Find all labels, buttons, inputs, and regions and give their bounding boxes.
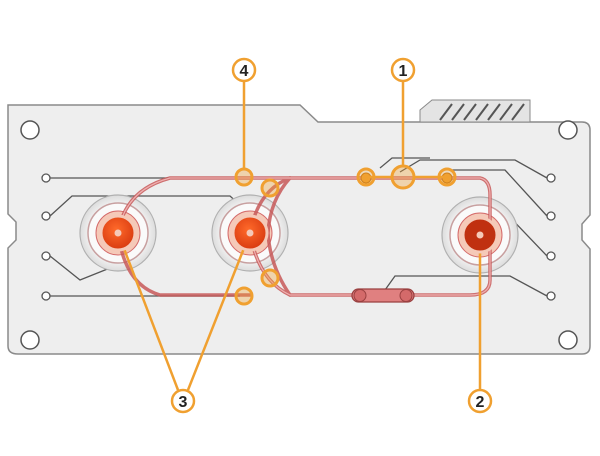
mounting-hole-icon (20, 120, 578, 350)
leader-lines (116, 80, 482, 391)
callout-badge-4: 4 (231, 57, 257, 83)
electrode-icon (99, 214, 499, 254)
callout-badge-3: 3 (170, 388, 196, 414)
callout-label-1: 1 (399, 63, 408, 80)
valve-icon (351, 288, 415, 303)
hatched-strip (419, 99, 531, 123)
contact-pad-icon (41, 173, 556, 301)
callout-label-3: 3 (179, 394, 188, 411)
callout-badge-2: 2 (467, 388, 493, 414)
callout-label-2: 2 (476, 394, 485, 411)
callout-badge-1: 1 (390, 57, 416, 83)
callout-label-4: 4 (240, 63, 249, 80)
